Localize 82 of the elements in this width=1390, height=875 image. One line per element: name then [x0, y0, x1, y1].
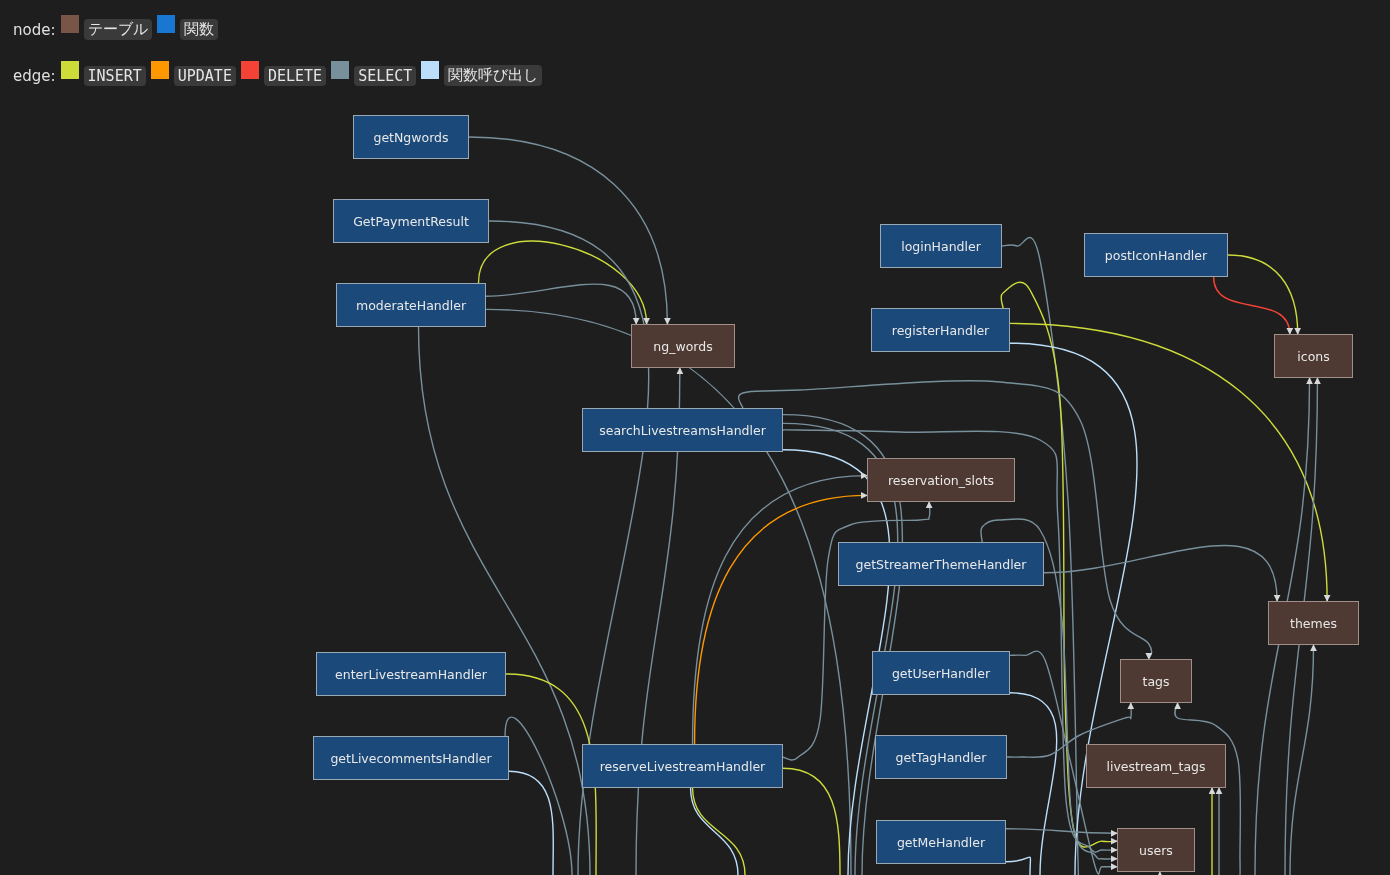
arrow — [737, 380, 1154, 660]
function-box — [876, 820, 1006, 864]
arrow — [1009, 650, 1118, 875]
function-box — [871, 308, 1010, 352]
legend-label: テーブル — [83, 19, 152, 40]
node-label: tags — [1142, 673, 1170, 689]
node-label: postIconHandler — [1104, 247, 1208, 263]
arrow — [1227, 254, 1301, 335]
node-label: themes — [1290, 615, 1337, 631]
node-label: getUserHandler — [891, 665, 991, 681]
arrow — [1284, 377, 1321, 875]
node-label: getLivecommentsHandler — [330, 750, 492, 766]
function-box — [316, 652, 506, 696]
arrow — [1000, 281, 1118, 848]
node-label: getNgwords — [373, 129, 449, 145]
function-box — [880, 224, 1002, 268]
function-box — [875, 735, 1007, 779]
node-label: users — [1139, 842, 1173, 858]
function-box — [838, 542, 1044, 586]
arrow — [1254, 377, 1313, 875]
connector-line — [1009, 692, 1058, 875]
legend-label: 関数呼び出し — [444, 65, 543, 86]
arrow — [468, 136, 671, 325]
function-box — [582, 408, 783, 452]
arrow — [782, 501, 933, 761]
arrow — [1173, 702, 1242, 875]
node-label: reserveLivestreamHandler — [599, 758, 766, 774]
node-label: livestream_tags — [1106, 758, 1206, 774]
function-box — [582, 744, 783, 788]
arrow — [1009, 322, 1331, 602]
arrow — [1212, 276, 1293, 335]
arrow — [485, 283, 639, 325]
legend-label: DELETE — [263, 65, 327, 86]
node-label: ng_words — [653, 338, 713, 354]
table-box — [1086, 744, 1226, 788]
connector-line — [782, 767, 841, 875]
node-label: searchLivestreamsHandler — [599, 422, 766, 438]
arrow — [782, 429, 1118, 854]
arrow — [1208, 787, 1216, 875]
node-label: GetPaymentResult — [353, 213, 469, 229]
table-box — [631, 324, 735, 368]
arrow — [1043, 544, 1280, 602]
node-label: enterLivestreamHandler — [335, 666, 487, 682]
connector-line — [508, 770, 554, 875]
node-label: getTagHandler — [895, 749, 987, 765]
table-box — [1274, 334, 1353, 378]
function-box — [1084, 233, 1228, 277]
connector-line — [1009, 342, 1138, 875]
node-label: icons — [1297, 348, 1330, 364]
connector-line — [1005, 856, 1032, 875]
table-box — [867, 458, 1015, 502]
table-box — [1120, 659, 1192, 703]
legend-label: UPDATE — [173, 65, 236, 86]
arrow — [1005, 828, 1118, 837]
node-label: getStreamerThemeHandler — [855, 556, 1027, 572]
function-box — [333, 199, 489, 243]
node-label: moderateHandler — [355, 297, 467, 313]
connector-line — [1001, 236, 1080, 875]
node-label: getMeHandler — [896, 834, 986, 850]
connector-line — [689, 787, 739, 875]
node-label: reservation_slots — [887, 472, 995, 488]
arrow — [1215, 787, 1223, 875]
connector-line — [417, 326, 591, 875]
arrow — [477, 240, 649, 325]
table-box — [1117, 828, 1195, 872]
legend-heading: node: — [13, 20, 56, 39]
table-box — [1268, 601, 1359, 645]
connector-line — [691, 787, 746, 875]
node-label: registerHandler — [891, 322, 990, 338]
function-box — [313, 736, 509, 780]
function-box — [353, 115, 469, 159]
legend-label: 関数 — [179, 19, 218, 40]
function-box — [336, 283, 486, 327]
legend-label: INSERT — [83, 65, 146, 86]
connector-line — [504, 716, 573, 875]
function-box — [872, 651, 1010, 695]
arrow — [1006, 702, 1135, 758]
arrow — [1289, 644, 1317, 875]
node-label: loginHandler — [901, 238, 981, 254]
legend-label: SELECT — [354, 65, 417, 86]
arrow — [980, 518, 1118, 863]
legend-heading: edge: — [13, 66, 56, 85]
